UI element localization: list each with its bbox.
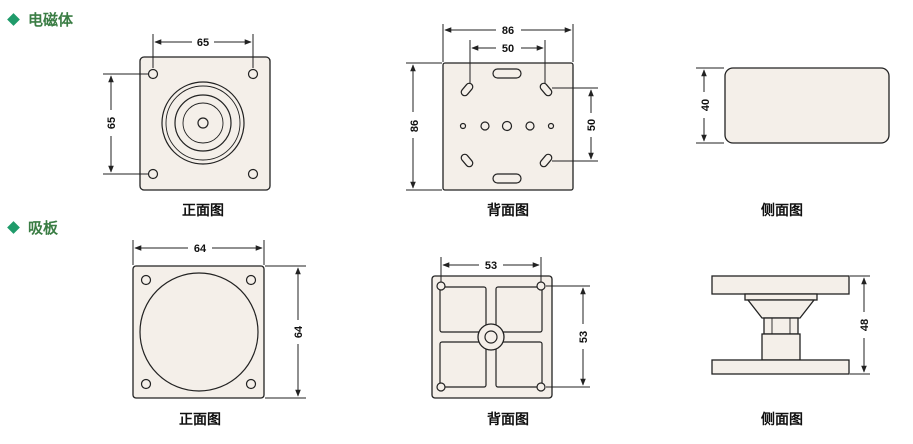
outer-ring bbox=[161, 81, 245, 165]
mounting-hole bbox=[245, 274, 257, 286]
center-hole bbox=[484, 330, 498, 344]
rib-pocket bbox=[495, 341, 543, 388]
electromagnet-front-view: 65 65 bbox=[103, 34, 271, 191]
bottom-plate bbox=[711, 359, 850, 375]
mounting-hole bbox=[536, 382, 546, 392]
mounting-hole bbox=[245, 378, 257, 390]
view-caption: 侧面图 bbox=[761, 411, 803, 428]
dimension-label: 48 bbox=[859, 319, 871, 331]
mounting-hole bbox=[247, 168, 259, 180]
rib-pocket bbox=[439, 286, 487, 333]
view-caption: 正面图 bbox=[179, 412, 221, 428]
view-caption: 正面图 bbox=[182, 203, 224, 219]
view-caption: 背面图 bbox=[487, 202, 529, 219]
ring bbox=[174, 94, 232, 152]
ring bbox=[182, 102, 224, 144]
view-caption: 侧面图 bbox=[761, 202, 803, 219]
slot bbox=[492, 173, 522, 184]
view-caption: 背面图 bbox=[487, 411, 529, 428]
slot bbox=[539, 153, 553, 168]
mounting-hole bbox=[147, 68, 159, 80]
dimension-label: 40 bbox=[700, 99, 712, 111]
dimension-label: 86 bbox=[502, 25, 514, 37]
slot bbox=[460, 82, 474, 97]
electromagnet-back-view: 86 50 86 50 bbox=[406, 24, 598, 191]
pole-face bbox=[139, 272, 259, 392]
dimension-label: 86 bbox=[409, 120, 421, 132]
mounting-hole bbox=[536, 281, 546, 291]
dimension-label: 53 bbox=[578, 331, 590, 343]
section-header-plate: 吸板 bbox=[7, 219, 59, 237]
section-title: 电磁体 bbox=[28, 11, 74, 29]
dimension-label: 64 bbox=[293, 325, 305, 338]
hole bbox=[480, 121, 490, 131]
slot bbox=[492, 68, 522, 79]
stud bbox=[761, 333, 801, 361]
plate-back-view: 53 53 bbox=[431, 257, 590, 399]
top-plate bbox=[711, 275, 850, 295]
ring bbox=[165, 85, 241, 161]
mounting-hole bbox=[436, 382, 446, 392]
dimension-label: 65 bbox=[197, 37, 209, 49]
mounting-hole bbox=[247, 68, 259, 80]
dimension-label: 65 bbox=[106, 117, 118, 129]
dimension-label: 53 bbox=[485, 260, 497, 272]
washer bbox=[744, 293, 818, 301]
hole bbox=[459, 122, 467, 130]
rib-pocket bbox=[439, 341, 487, 388]
housing-outline bbox=[139, 56, 271, 191]
hole bbox=[501, 120, 513, 132]
section-header-electromagnet: 电磁体 bbox=[7, 11, 74, 29]
center-hole bbox=[197, 117, 209, 129]
mounting-hole bbox=[436, 281, 446, 291]
diamond-bullet-icon bbox=[7, 221, 20, 234]
mounting-hole bbox=[147, 168, 159, 180]
slot bbox=[460, 153, 474, 168]
rib-pocket bbox=[495, 286, 543, 333]
electromagnet-side-view: 40 bbox=[696, 67, 890, 144]
plate-side-view: 48 bbox=[711, 275, 871, 375]
mounting-hole bbox=[140, 378, 152, 390]
diamond-bullet-icon bbox=[7, 13, 20, 26]
hole bbox=[547, 122, 555, 130]
slot bbox=[539, 82, 553, 97]
dimension-label: 64 bbox=[194, 243, 207, 255]
dimension-label: 50 bbox=[586, 119, 598, 131]
mounting-hole bbox=[140, 274, 152, 286]
side-outline bbox=[724, 67, 890, 144]
section-title: 吸板 bbox=[28, 219, 59, 237]
nut bbox=[763, 317, 799, 335]
cone-spacer bbox=[746, 299, 816, 319]
dimension-label: 50 bbox=[502, 43, 514, 55]
plate-front-view: 64 64 bbox=[132, 240, 306, 399]
hole bbox=[525, 121, 535, 131]
